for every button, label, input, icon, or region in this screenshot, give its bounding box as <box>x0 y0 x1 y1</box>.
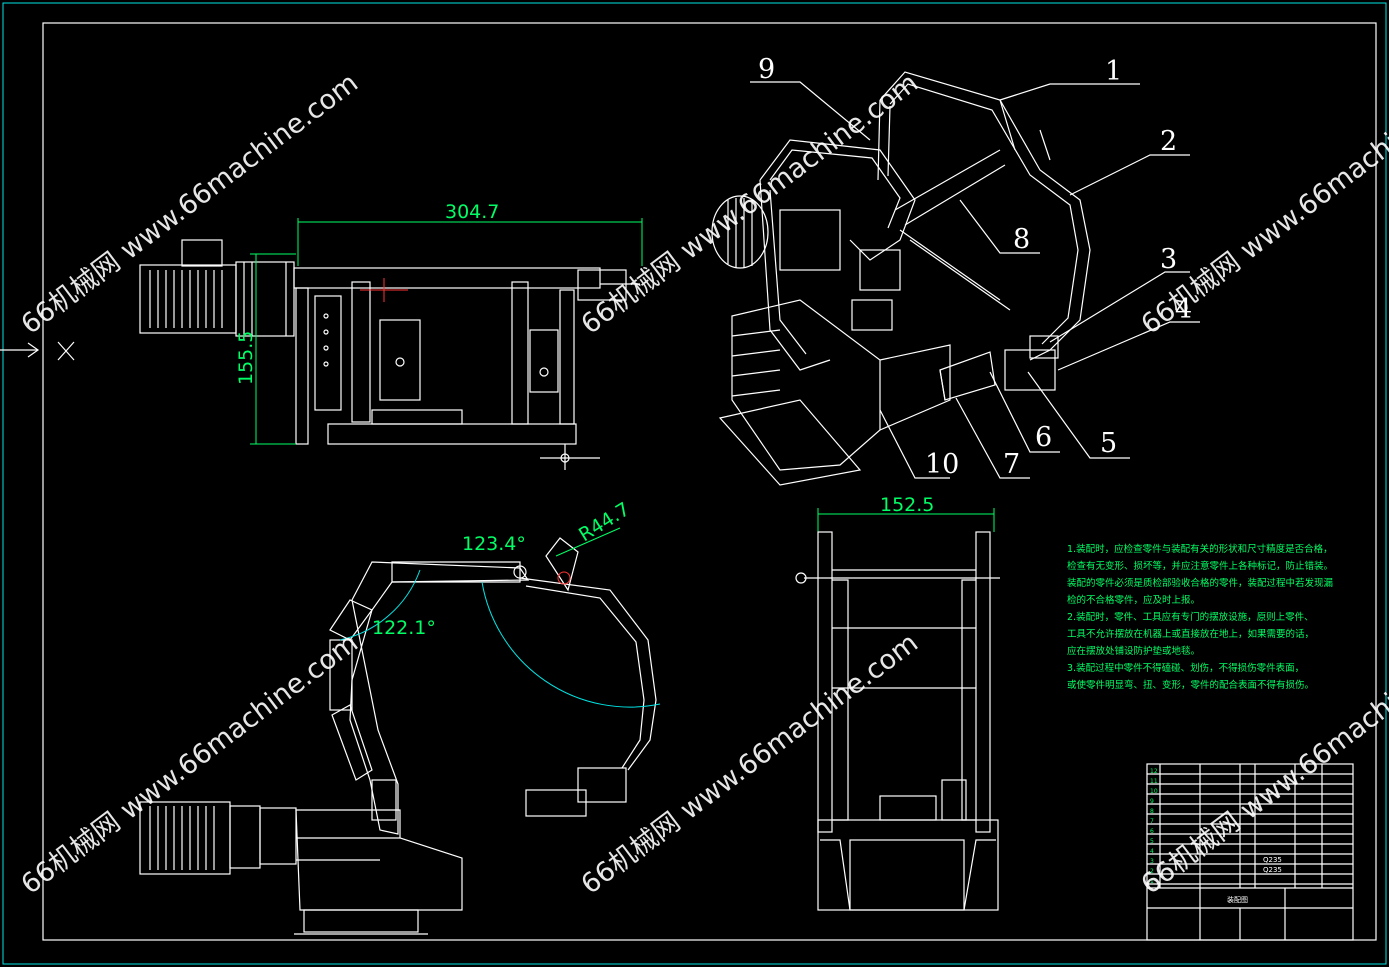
balloon-6: 6 <box>1035 422 1052 453</box>
note-line: 或使零件明显弯、扭、变形，零件的配合表面不得有损伤。 <box>1067 679 1314 691</box>
note-line: 2.装配时，零件、工具应有专门的摆放设施，原则上零件、 <box>1067 611 1314 623</box>
balloon-2: 2 <box>1160 126 1177 157</box>
note-line: 应在摆放处铺设防护垫或地毯。 <box>1067 645 1200 657</box>
dim-side-view-width: 152.5 <box>880 494 934 516</box>
note-line: 检的不合格零件，应及时上报。 <box>1067 594 1200 606</box>
tb-drawing-name: 装配图 <box>1227 895 1248 904</box>
tb-row-number: 11 <box>1150 778 1158 785</box>
dim-top-view-height: 155.5 <box>235 331 257 385</box>
note-line: 装配的零件必须是质检部验收合格的零件，装配过程中若发现漏 <box>1067 577 1333 589</box>
balloon-9: 9 <box>758 54 775 85</box>
tb-row-number: 7 <box>1150 818 1154 825</box>
dim-top-view-width: 304.7 <box>445 201 499 223</box>
dim-radius: R44.7 <box>575 498 634 546</box>
tb-row-number: 5 <box>1150 838 1154 845</box>
dim-angle-b: 122.1° <box>372 617 436 639</box>
tb-row-number: 1 <box>1150 878 1154 885</box>
side-view: 152.5 <box>795 494 1000 911</box>
balloon-4: 4 <box>1175 294 1192 325</box>
tb-row-number: 6 <box>1150 828 1154 835</box>
tb-material: Q235 <box>1263 856 1282 864</box>
top-view: 304.7 155.5 <box>139 201 643 470</box>
tb-row-number: 3 <box>1150 858 1154 865</box>
technical-notes: 1.装配时，应检查零件与装配有关的形状和尺寸精度是否合格， 检查有无变形、损坏等… <box>1067 543 1333 691</box>
balloon-7: 7 <box>1003 449 1020 480</box>
watermark-text: 66机械网 www.66machine.com <box>1136 67 1389 340</box>
front-view: 123.4° 122.1° R44.7 <box>139 498 661 935</box>
tb-row-number: 9 <box>1150 798 1154 805</box>
note-line: 3.装配过程中零件不得磕碰、划伤，不得损伤零件表面， <box>1067 662 1304 674</box>
note-line: 1.装配时，应检查零件与装配有关的形状和尺寸精度是否合格， <box>1067 543 1333 555</box>
tb-row-number: 10 <box>1150 788 1158 795</box>
balloon-5: 5 <box>1100 428 1117 459</box>
watermark-text: 66机械网 www.66machine.com <box>576 627 924 900</box>
tb-row-number: 8 <box>1150 808 1154 815</box>
tb-row-number: 4 <box>1150 848 1154 855</box>
balloon-8: 8 <box>1013 224 1030 255</box>
isometric-view: 1 2 3 4 5 6 7 8 9 10 <box>711 54 1200 486</box>
balloon-1: 1 <box>1105 56 1122 87</box>
dim-angle-a: 123.4° <box>462 533 526 555</box>
watermarks: 66机械网 www.66machine.com 66机械网 www.66mach… <box>16 67 1389 900</box>
tb-row-number: 12 <box>1150 768 1158 775</box>
balloon-3: 3 <box>1160 244 1177 275</box>
title-block: 12 11 10 9 8 7 6 5 4 3 2 1 Q235 Q235 装配图 <box>1146 763 1354 941</box>
note-line: 检查有无变形、损坏等，并应注意零件上各种标记，防止错装。 <box>1067 560 1333 572</box>
tb-material: Q235 <box>1263 866 1282 874</box>
balloon-10: 10 <box>925 449 959 480</box>
tb-row-number: 2 <box>1150 868 1154 875</box>
note-line: 工具不允许摆放在机器上或直接放在地上，如果需要的话， <box>1067 628 1314 640</box>
